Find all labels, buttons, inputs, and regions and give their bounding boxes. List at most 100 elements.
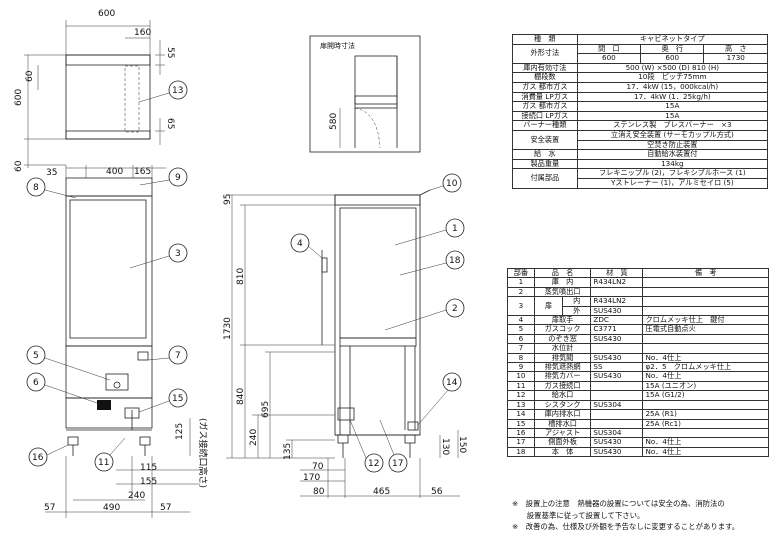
spec-cell: 安全装置 [512,129,578,151]
side-view: 95 810 1730 840 695 240 135 70 170 80 46… [223,189,467,498]
side-810-dim: 810 [236,268,246,285]
spec-cell: 600 [640,53,705,64]
front-115-dim: 115 [140,463,157,473]
front-400-dim: 400 [106,167,123,177]
side-70-dim: 70 [312,462,324,472]
spec-sub: LPガス [545,91,569,101]
parts-cell: 14 [507,409,535,420]
spec-cell: 製品重量 [512,158,578,170]
parts-cell: 2 [507,286,535,298]
callout-10: 10 [446,179,458,189]
parts-cell: 外 [562,305,592,317]
side-465-dim: 465 [373,487,390,497]
spec-label: 接続口 [521,110,544,120]
parts-cell: 槽排水口 [533,418,592,429]
top-60-dim: 60 [25,70,35,82]
side-135-dim: 135 [283,443,293,460]
spec-row: 付属部品フレキニップル (2)，フレキシブルホース (1) [512,168,769,189]
parts-cell: No．4仕上 [642,446,769,458]
parts-cell: 12 [507,390,535,401]
front-155-dim: 155 [140,477,157,487]
parts-cell: 蒸気噴出口 [533,286,592,298]
front-240-dim: 240 [128,491,145,501]
callout-14: 14 [446,378,458,388]
spec-cell: 600 [576,53,642,64]
parts-cell: 15 [507,418,535,429]
door-view-title: 扉開時寸法 [320,42,355,50]
top-60b-dim: 60 [14,160,24,172]
callout-8: 8 [33,183,39,193]
parts-cell: クロムメッキ仕上 鍵付 [642,315,769,326]
parts-cell [590,390,644,401]
callout-6: 6 [33,378,39,388]
parts-cell: 庫 内 [533,277,592,288]
note-line: ※ 改善の為、仕様及び外観を予告なしに変更することがあります。 [512,522,740,531]
note-line: 設置基準に従って設置して下さい。 [512,510,645,520]
callout-4: 4 [297,239,303,249]
spec-cell: ステンレス製 ブレスバーナー ×3 [576,120,769,131]
parts-cell: 給水口 [533,390,592,401]
top-65-dim: 65 [165,118,175,129]
parts-cell: SUS304 [590,399,644,411]
parts-cell: 1 [507,277,535,288]
callout-17: 17 [392,459,403,469]
parts-header-cell: 備 考 [642,267,769,279]
front-57b-dim: 57 [160,503,171,513]
callout-13: 13 [172,86,183,96]
side-95-dim: 95 [223,194,233,205]
parts-cell: ガスコック [533,324,592,335]
spec-row: 安全装置立消え安全装置 (サーモカップル方式) [512,129,769,151]
parts-cell: SUS430 [590,305,644,317]
parts-cell: φ2．5 クロムメッキ仕上 [642,362,769,373]
side-695-dim: 695 [261,401,271,418]
callout-1: 1 [452,224,458,234]
parts-cell [642,277,769,288]
top-55-dim: 55 [165,47,175,58]
side-240-dim: 240 [249,429,259,446]
spec-cell: 外形寸法 [512,43,578,64]
side-170-dim: 170 [303,473,320,483]
front-165-dim: 165 [134,167,151,177]
parts-cell: 18 [507,446,535,458]
parts-cell: 3 [507,296,535,317]
parts-cell: 25A (R1) [642,409,769,420]
parts-cell: No．4仕上 [642,371,769,382]
parts-cell [590,343,644,354]
spec-cell: バーナー種類 [512,120,578,131]
callout-15: 15 [172,394,183,404]
parts-cell [642,333,769,345]
front-35-dim: 35 [46,168,57,178]
parts-cell: R434LN2 [590,296,644,307]
callout-16: 16 [32,453,44,463]
spec-sub: LPガス [545,110,569,120]
parts-cell: SUS430 [590,437,644,448]
parts-cell: 17 [507,437,535,448]
spec-sub: 都市ガス [538,81,568,91]
notes-block: ※ 設置上の注意 熱機器の設置については安全の為、消防法の 設置基準に従って設置… [512,498,739,533]
callout-7: 7 [175,351,181,361]
parts-cell: SUS430 [590,352,644,364]
parts-cell: 圧電式自動点火 [642,324,769,335]
parts-cell: 排気カバー [533,371,592,382]
parts-cell: 本 体 [533,446,592,458]
gas-note: (ガス接続口高さ) [197,418,209,488]
front-490-dim: 490 [103,503,120,513]
side-1730-dim: 1730 [223,317,233,340]
callout-9: 9 [175,173,181,183]
spec-cell: 自動給水装置付 [576,149,769,160]
parts-cell: 25A (Rc1) [642,418,769,429]
parts-cell: 15A (G1/2) [642,390,769,401]
parts-cell: 内 [562,296,592,307]
callout-3: 3 [175,249,181,259]
spec-cell: 給 水 [512,149,578,160]
